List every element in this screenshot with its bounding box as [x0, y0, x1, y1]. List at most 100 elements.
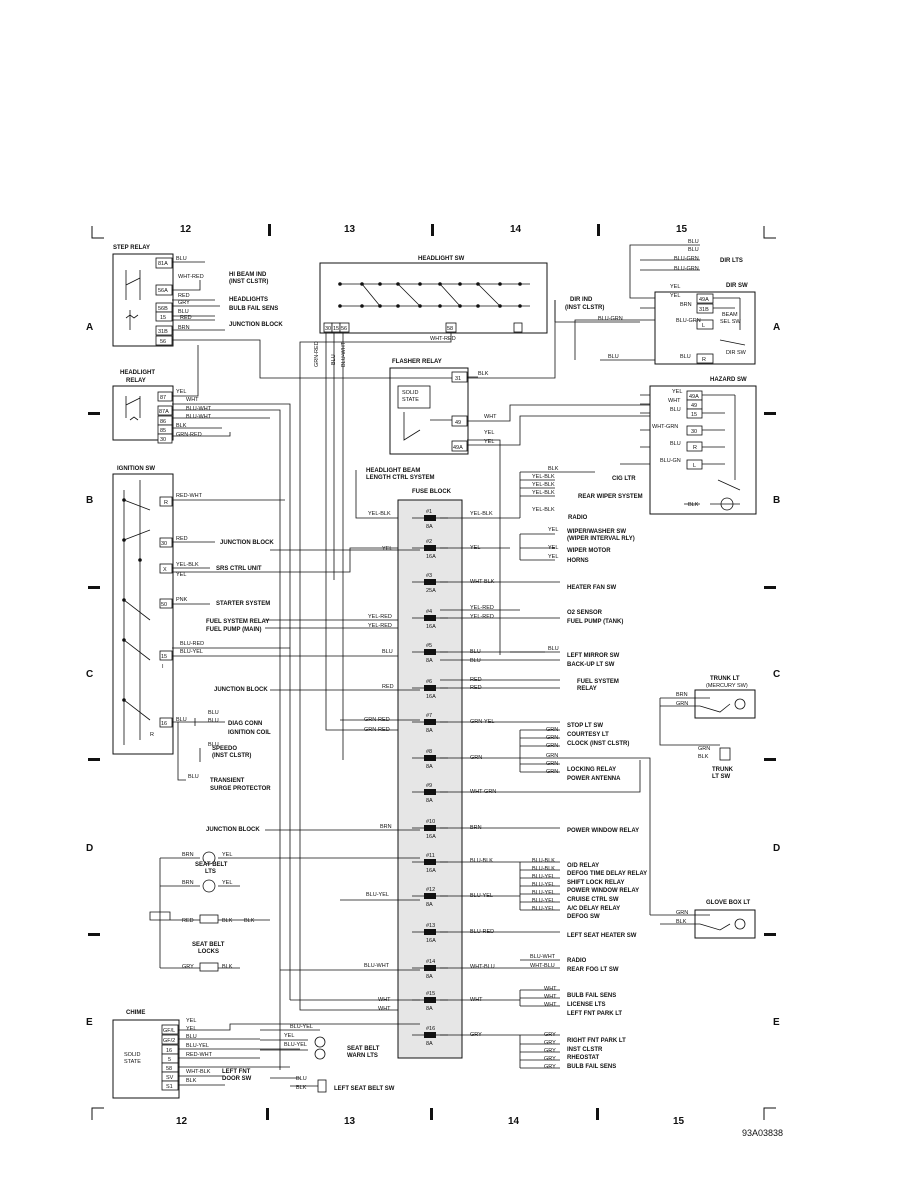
- svg-text:BLU-YEL: BLU-YEL: [532, 874, 555, 880]
- dir-ind: DIR IND (INST CLSTR) BLU-GRN: [554, 297, 640, 323]
- svg-text:LEFT FNT PARK LT: LEFT FNT PARK LT: [567, 1011, 622, 1017]
- svg-text:R: R: [693, 445, 697, 451]
- svg-text:O/D RELAY: O/D RELAY: [567, 863, 599, 869]
- svg-text:GRN: GRN: [546, 743, 558, 749]
- svg-text:HEADLIGHT: HEADLIGHT: [120, 370, 155, 376]
- fuse-number: #12: [426, 887, 435, 893]
- svg-text:SURGE PROTECTOR: SURGE PROTECTOR: [210, 786, 271, 792]
- svg-text:JUNCTION BLOCK: JUNCTION BLOCK: [220, 540, 274, 546]
- svg-text:WHT-BLU: WHT-BLU: [470, 964, 495, 970]
- svg-text:(MERCURY SW): (MERCURY SW): [706, 683, 748, 689]
- trunk-lt-box: [694, 689, 756, 719]
- svg-text:DEFOG TIME DELAY RELAY: DEFOG TIME DELAY RELAY: [567, 871, 647, 877]
- svg-text:YEL: YEL: [470, 545, 480, 551]
- svg-text:BLU: BLU: [680, 354, 691, 360]
- svg-text:30: 30: [325, 326, 331, 332]
- svg-text:RED: RED: [176, 536, 188, 542]
- svg-text:WHT-BLU: WHT-BLU: [530, 963, 555, 969]
- right-branch-wires: BLK YEL-BLK YEL-BLK YEL-BLK YEL-BLK YEL …: [510, 466, 595, 1070]
- svg-text:BLU-YEL: BLU-YEL: [532, 882, 555, 888]
- svg-text:GRN-YEL: GRN-YEL: [470, 719, 494, 725]
- fuse-number: #5: [426, 643, 432, 649]
- svg-text:GRN: GRN: [546, 727, 558, 733]
- fuse-number: #10: [426, 819, 435, 825]
- svg-text:LENGTH CTRL SYSTEM: LENGTH CTRL SYSTEM: [366, 475, 435, 481]
- svg-text:58: 58: [447, 326, 453, 332]
- svg-text:IGNITION COIL: IGNITION COIL: [228, 730, 271, 736]
- svg-text:GRY: GRY: [544, 1064, 556, 1070]
- svg-text:BLU: BLU: [208, 742, 219, 748]
- svg-text:WIPER/WASHER SW: WIPER/WASHER SW: [567, 529, 626, 535]
- svg-text:BRN: BRN: [178, 325, 190, 331]
- svg-text:WHT: WHT: [544, 986, 557, 992]
- step-relay-title: STEP RELAY: [113, 245, 150, 251]
- svg-text:YEL-BLK: YEL-BLK: [532, 507, 555, 513]
- svg-text:YEL: YEL: [222, 852, 232, 858]
- svg-text:SOLID: SOLID: [124, 1052, 141, 1058]
- svg-text:TRUNK: TRUNK: [712, 767, 734, 773]
- row-b-right: B: [773, 495, 780, 506]
- svg-text:YEL-RED: YEL-RED: [368, 614, 392, 620]
- svg-text:BLK: BLK: [688, 502, 699, 508]
- svg-text:SEAT BELT: SEAT BELT: [192, 942, 225, 948]
- svg-text:SEL SW: SEL SW: [720, 319, 741, 325]
- svg-text:49: 49: [455, 420, 461, 426]
- svg-text:SPEEDO: SPEEDO: [212, 746, 237, 752]
- svg-text:GF/L: GF/L: [163, 1028, 175, 1034]
- svg-text:31B: 31B: [158, 329, 168, 335]
- svg-text:GRY: GRY: [544, 1048, 556, 1054]
- svg-text:BLU: BLU: [178, 309, 189, 315]
- flasher-relay-title: FLASHER RELAY: [392, 359, 442, 365]
- svg-text:PNK: PNK: [176, 597, 188, 603]
- fuse-number: #8: [426, 749, 432, 755]
- svg-text:DIAG CONN: DIAG CONN: [228, 721, 262, 727]
- svg-text:BACK-UP LT SW: BACK-UP LT SW: [567, 662, 615, 668]
- svg-text:WHT: WHT: [544, 1002, 557, 1008]
- svg-text:85: 85: [160, 428, 166, 434]
- svg-text:YEL: YEL: [548, 527, 558, 533]
- svg-text:YEL-BLK: YEL-BLK: [470, 511, 493, 517]
- svg-text:JUNCTION BLOCK: JUNCTION BLOCK: [229, 322, 283, 328]
- svg-text:LEFT SEAT HEATER SW: LEFT SEAT HEATER SW: [567, 933, 637, 939]
- glove-box-lt-box: [694, 909, 756, 939]
- svg-text:POWER ANTENNA: POWER ANTENNA: [567, 776, 621, 782]
- svg-text:POWER WINDOW RELAY: POWER WINDOW RELAY: [567, 888, 639, 894]
- svg-text:(INST CLSTR): (INST CLSTR): [565, 305, 604, 311]
- hazard-sw-box: [649, 385, 757, 515]
- svg-text:LEFT MIRROR SW: LEFT MIRROR SW: [567, 653, 620, 659]
- svg-text:REAR FOG LT SW: REAR FOG LT SW: [567, 967, 619, 973]
- svg-text:BRN: BRN: [680, 302, 692, 308]
- row-d-left: D: [86, 843, 93, 854]
- svg-text:BLK: BLK: [698, 754, 709, 760]
- svg-text:GRY: GRY: [544, 1056, 556, 1062]
- svg-text:YEL: YEL: [284, 1033, 294, 1039]
- right-destinations: CIG LTR REAR WIPER SYSTEM RADIO WIPER/WA…: [567, 476, 647, 1070]
- svg-text:RED: RED: [180, 315, 192, 321]
- svg-text:15: 15: [691, 412, 697, 418]
- dir-sw: DIR SW 49A 31B L R BEAM SEL SW DIR SW BL…: [574, 239, 756, 365]
- dir-sw-title: DIR SW: [726, 283, 748, 289]
- grid-frame: [88, 224, 776, 1120]
- svg-text:YEL: YEL: [222, 880, 232, 886]
- svg-text:WHT: WHT: [544, 994, 557, 1000]
- svg-text:WHT: WHT: [668, 398, 681, 404]
- fuse-number: #14: [426, 959, 435, 965]
- svg-text:WHT-GRN: WHT-GRN: [652, 424, 678, 430]
- fuse-block-title: FUSE BLOCK: [412, 489, 452, 495]
- svg-text:16: 16: [161, 721, 167, 727]
- svg-text:WARN LTS: WARN LTS: [347, 1053, 378, 1059]
- svg-text:RADIO: RADIO: [568, 515, 588, 521]
- svg-text:YEL: YEL: [186, 1018, 196, 1024]
- svg-text:GRN-RED: GRN-RED: [364, 727, 390, 733]
- svg-text:YEL-RED: YEL-RED: [470, 614, 494, 620]
- svg-text:5: 5: [168, 1057, 171, 1063]
- svg-text:WHT-BLK: WHT-BLK: [470, 579, 495, 585]
- svg-text:HI BEAM IND: HI BEAM IND: [229, 272, 267, 278]
- svg-text:YEL-BLK: YEL-BLK: [532, 490, 555, 496]
- svg-text:BLU-WHT: BLU-WHT: [341, 341, 347, 367]
- svg-text:15: 15: [160, 315, 166, 321]
- fuse-amp: 8A: [426, 1006, 433, 1012]
- svg-text:RADIO: RADIO: [567, 958, 587, 964]
- fuse-number: #2: [426, 539, 432, 545]
